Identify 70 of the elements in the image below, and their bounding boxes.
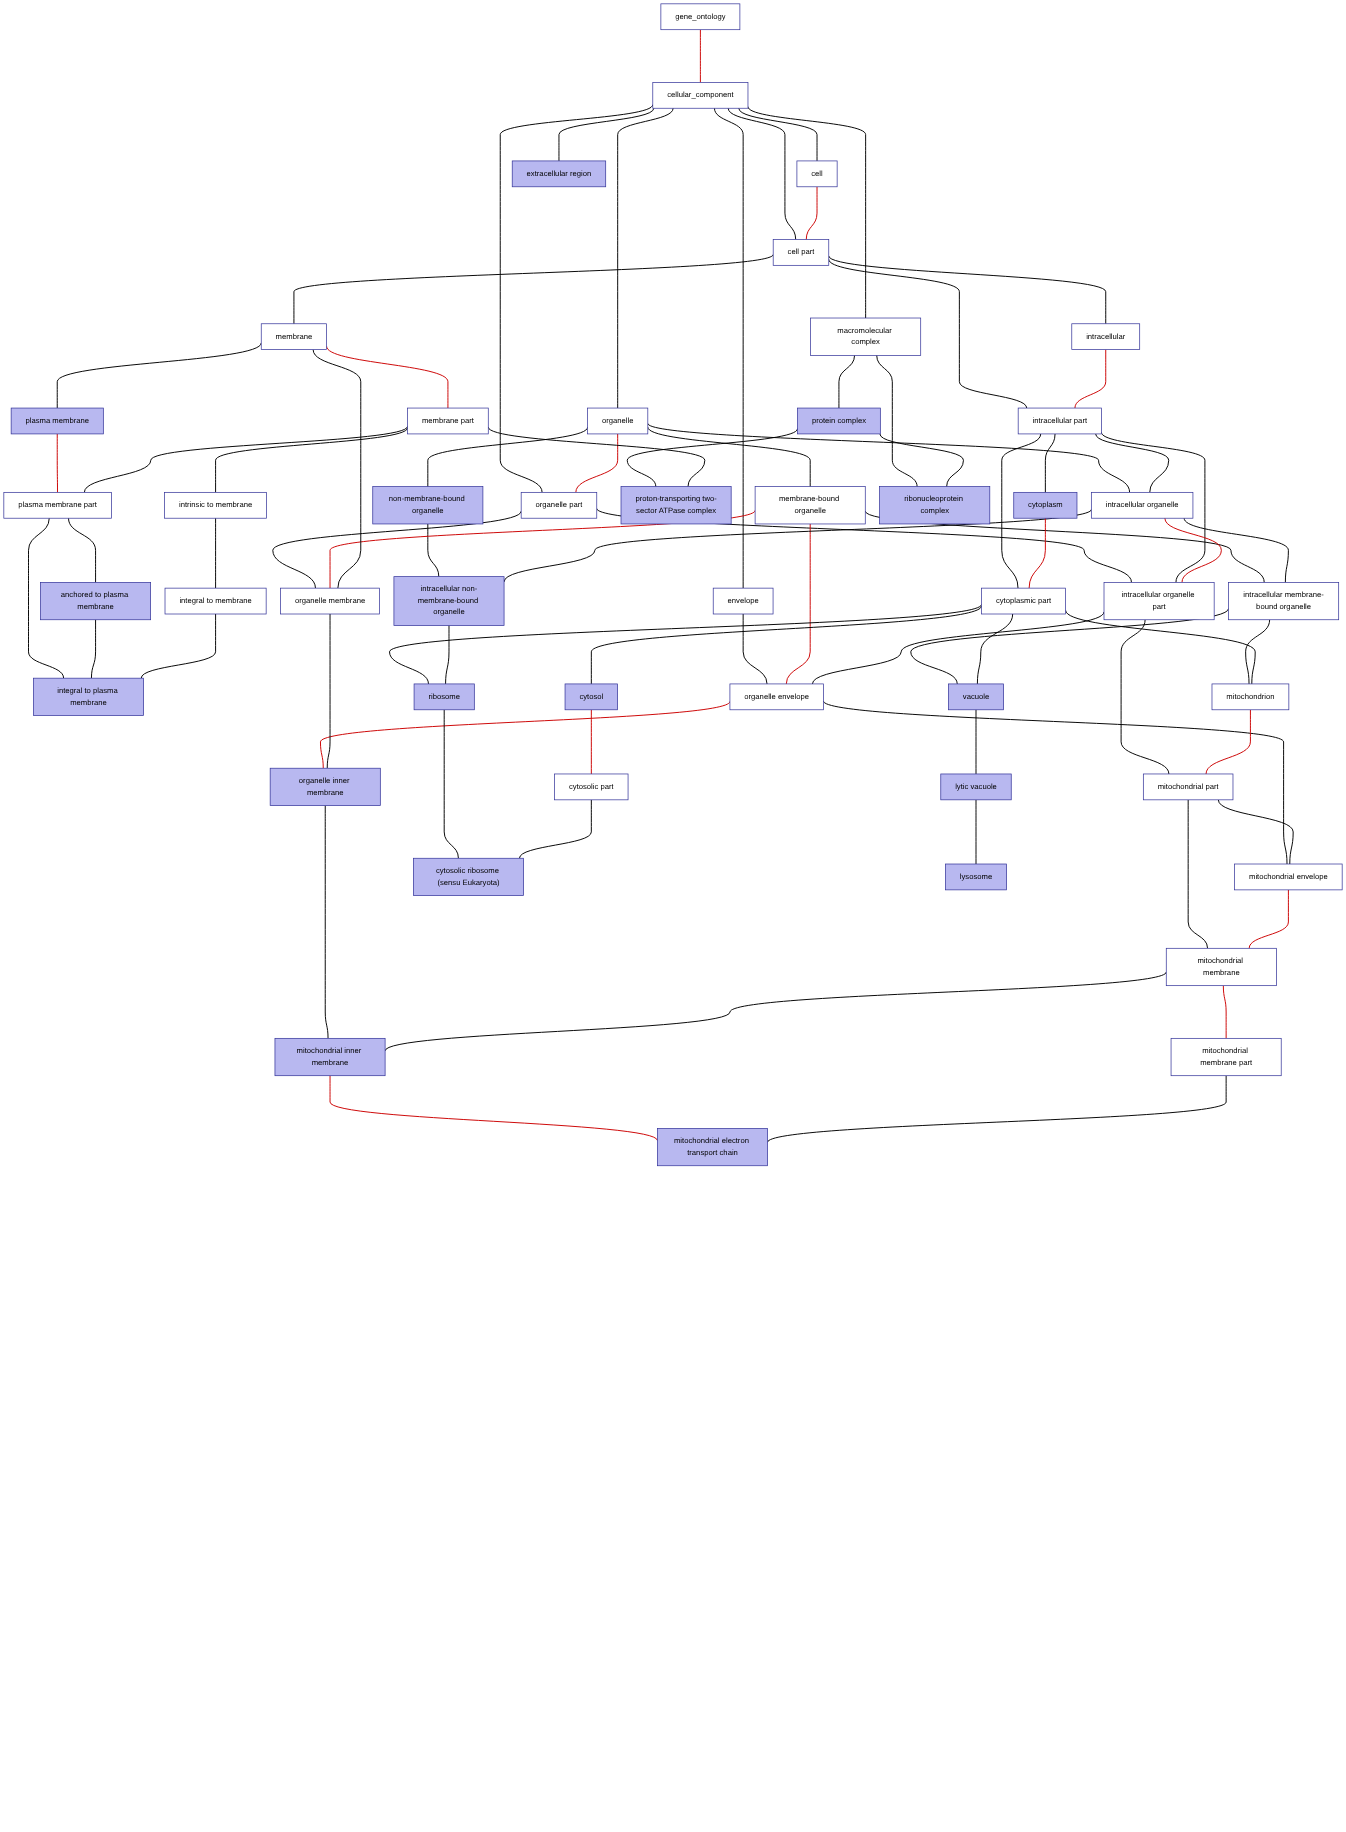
connector: [519, 799, 592, 859]
connector: [805, 186, 818, 240]
connector: [1205, 709, 1251, 775]
connector: [90, 619, 97, 679]
connector: [822, 700, 1288, 865]
connector: [1095, 433, 1170, 493]
connector: [1248, 889, 1289, 949]
connector: [499, 104, 654, 493]
connector: [215, 427, 409, 493]
connector: [876, 354, 918, 488]
connector: [1183, 517, 1289, 583]
connector: [575, 433, 619, 493]
connector: [879, 433, 964, 488]
connector: [68, 517, 97, 583]
connector: [1100, 431, 1206, 583]
connector: [811, 611, 1105, 685]
connector: [975, 709, 977, 775]
connector: [1044, 433, 1056, 493]
connector: [326, 345, 449, 409]
connector: [1028, 517, 1046, 589]
connector: [647, 422, 1131, 493]
connector: [1164, 517, 1222, 583]
connector: [215, 517, 217, 589]
connector: [785, 523, 811, 685]
connector: [647, 426, 811, 488]
connector: [326, 613, 331, 769]
connector: [312, 349, 362, 589]
connector: [487, 426, 706, 488]
connector: [1065, 609, 1256, 685]
connector: [427, 426, 589, 488]
connector: [727, 107, 797, 240]
connector: [617, 107, 674, 409]
connector: [558, 107, 655, 162]
connector: [272, 510, 522, 589]
connector: [384, 971, 1167, 1052]
connector: [329, 1075, 658, 1142]
connector: [503, 508, 1092, 583]
connector: [828, 255, 1107, 325]
connector: [699, 29, 701, 83]
connector: [590, 709, 592, 775]
connector: [443, 709, 459, 859]
connector: [767, 1075, 1227, 1143]
connector: [28, 517, 65, 679]
connector: [56, 433, 58, 493]
connector: [1187, 799, 1209, 949]
connector: [976, 613, 1014, 685]
connector: [742, 613, 768, 685]
connector: [1217, 799, 1294, 865]
connector: [140, 613, 217, 679]
connector: [1120, 619, 1170, 775]
connector: [427, 523, 440, 578]
connector: [838, 354, 856, 409]
connector: [319, 701, 731, 769]
connector: [910, 608, 1229, 685]
connector: [56, 342, 262, 409]
connector: [828, 258, 1028, 409]
connector: [1001, 433, 1042, 589]
connector: [83, 425, 409, 493]
connector: [590, 605, 982, 685]
connector: [1074, 349, 1107, 409]
connector: [389, 603, 982, 685]
connector: [714, 107, 744, 589]
connector: [738, 107, 818, 162]
connector: [324, 805, 329, 1039]
connector: [445, 625, 450, 685]
connector: [1222, 985, 1227, 1039]
connector: [293, 254, 774, 325]
connector: [626, 428, 798, 488]
connector: [1245, 619, 1271, 685]
connector: [747, 106, 867, 319]
